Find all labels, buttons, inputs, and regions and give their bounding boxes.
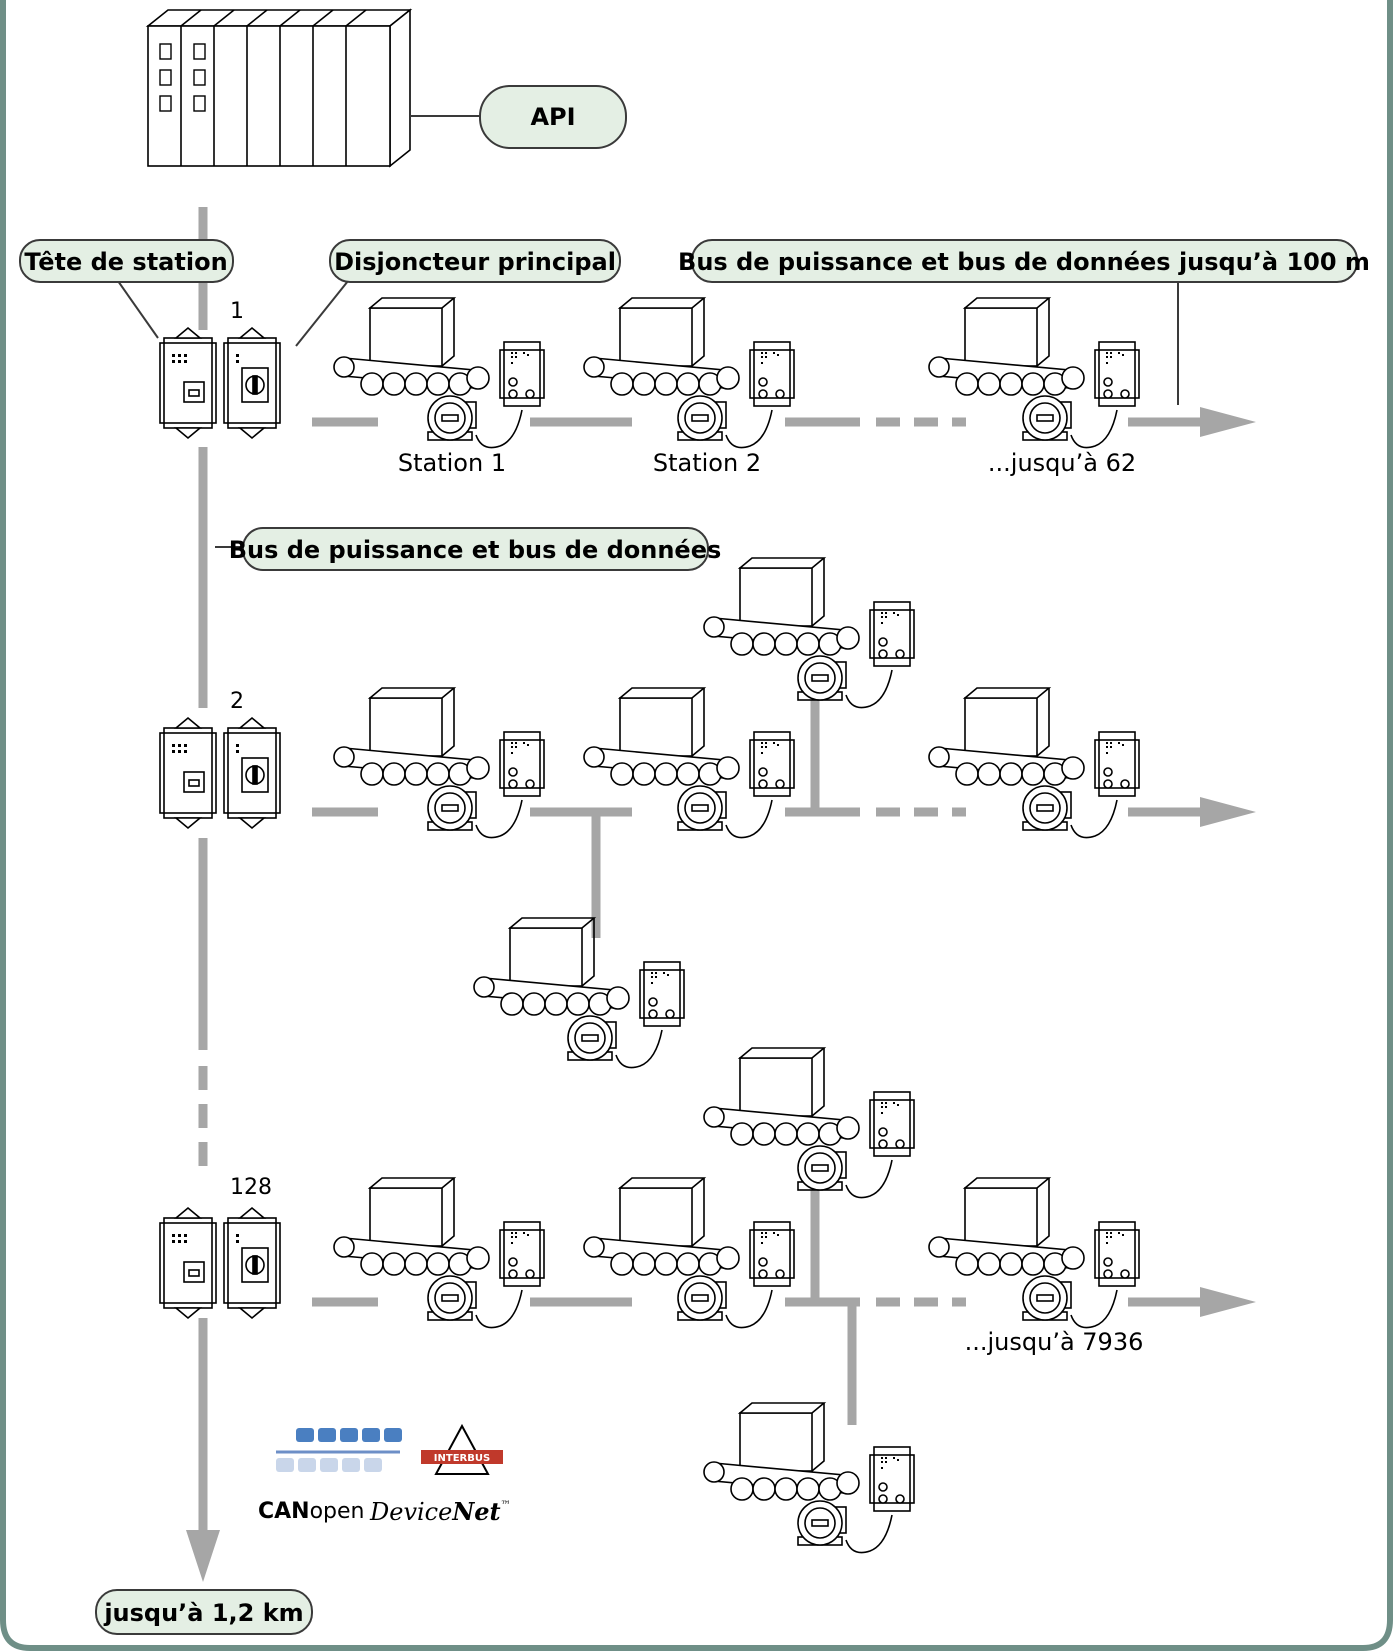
main-breaker-callout: [329, 239, 621, 283]
interbus-logo-text: INTERBUS: [434, 1453, 490, 1464]
branch-bus-128: [312, 1180, 1205, 1425]
devicenet-bold: Net: [451, 1497, 500, 1526]
branch-bus-2: [312, 690, 1205, 938]
station1-label: Station 1: [398, 449, 506, 477]
line-number-1: 1: [230, 299, 244, 324]
station2-label: Station 2: [653, 449, 761, 477]
station-head-label: Tête de station: [24, 248, 227, 276]
api-callout: [479, 85, 627, 149]
bus-length-label: jusqu’à 1,2 km: [103, 1599, 303, 1627]
up-to-62-label: ...jusqu’à 62: [988, 449, 1136, 477]
canopen-logo: CANopen: [258, 1499, 365, 1524]
profibus-logo-icon: [276, 1428, 402, 1472]
up-to-7936-label: ...jusqu’à 7936: [965, 1328, 1144, 1356]
head-module-pair-128: [159, 1207, 281, 1319]
bus-main-callout: [242, 527, 709, 571]
conveyor-station-128-top: [703, 1047, 915, 1199]
arrow-right-icon: [1200, 797, 1256, 827]
devicenet-italic: Device: [369, 1498, 452, 1526]
bus-100m-callout: [691, 239, 1358, 283]
conveyor-station-128-bottom: [703, 1402, 915, 1554]
bus-length-callout: [95, 1589, 313, 1635]
line-number-128: 128: [230, 1175, 272, 1200]
station-head-callout: [19, 239, 234, 283]
line-number-2: 2: [230, 689, 244, 714]
head-module-pair-1: [159, 327, 281, 439]
down-arrow-icon: [186, 1530, 220, 1582]
conveyor-station-2-bottom: [473, 917, 685, 1069]
plc-rack: [145, 8, 413, 168]
canopen-bold: CAN: [258, 1499, 310, 1524]
head-module-pair-2: [159, 717, 281, 829]
devicenet-tm: ™: [501, 1500, 511, 1511]
arrow-right-icon: [1200, 407, 1256, 437]
devicenet-logo: DeviceNet™: [369, 1497, 511, 1526]
bus-main-label: Bus de puissance et bus de données: [229, 536, 722, 564]
bus-100m-label: Bus de puissance et bus de données jusqu…: [678, 248, 1370, 276]
conveyor-station-2-top: [703, 557, 915, 709]
arrow-right-icon: [1200, 1287, 1256, 1317]
interbus-logo-icon: INTERBUS: [421, 1423, 503, 1475]
api-label: API: [530, 103, 575, 131]
canopen-light: open: [310, 1499, 365, 1524]
main-breaker-label: Disjoncteur principal: [334, 248, 616, 276]
